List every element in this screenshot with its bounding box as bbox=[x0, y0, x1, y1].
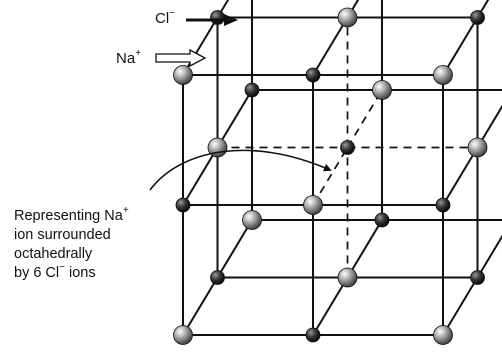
lattice-ions bbox=[173, 7, 488, 345]
lattice-bond bbox=[346, 0, 360, 19]
chloride-ion bbox=[433, 65, 453, 85]
sodium-ion bbox=[175, 197, 191, 213]
sodium-ion bbox=[244, 82, 260, 98]
lattice-bond bbox=[312, 276, 349, 336]
caption-pointer-arrow bbox=[149, 149, 332, 191]
chloride-ion bbox=[467, 137, 488, 158]
lattice-bond bbox=[216, 89, 253, 149]
dashed-bond bbox=[346, 89, 383, 148]
sodium-ion bbox=[210, 270, 225, 285]
lattice-bond bbox=[346, 219, 383, 279]
lattice-bond bbox=[216, 0, 230, 19]
lattice-bond bbox=[442, 276, 479, 336]
lattice-bond bbox=[476, 234, 502, 279]
chloride-ion bbox=[433, 325, 453, 345]
lattice-edges bbox=[182, 0, 502, 336]
sodium-ion bbox=[210, 10, 225, 25]
sodium-ion bbox=[305, 67, 321, 83]
sodium-ion bbox=[470, 10, 485, 25]
na-label-arrow bbox=[155, 48, 207, 68]
lattice-bond bbox=[182, 16, 219, 76]
sodium-ion bbox=[374, 212, 390, 228]
chloride-ion bbox=[337, 267, 358, 288]
chloride-ion bbox=[173, 325, 193, 345]
octahedral-caption: Representing Na+ ion surrounded octahedr… bbox=[14, 205, 129, 283]
lattice-bond bbox=[312, 16, 349, 76]
lattice-bond bbox=[216, 219, 253, 279]
lattice-bond bbox=[442, 146, 479, 206]
lattice-bond bbox=[182, 146, 219, 206]
lattice-inner-dashed-bonds bbox=[217, 17, 478, 278]
chloride-ion bbox=[242, 210, 262, 230]
caption-line-4: by 6 Cl− ions bbox=[14, 262, 96, 281]
chloride-ion-label: Cl− bbox=[155, 8, 176, 27]
dashed-bond bbox=[312, 147, 349, 206]
sodium-ion-label: Na+ bbox=[116, 48, 142, 67]
sodium-ion bbox=[305, 327, 321, 343]
cl-label-arrow bbox=[186, 14, 238, 26]
chloride-ion bbox=[337, 7, 358, 28]
sodium-ion bbox=[470, 270, 485, 285]
chloride-ion bbox=[372, 80, 392, 100]
caption-line-3: octahedrally bbox=[14, 246, 93, 262]
lattice-bond bbox=[476, 0, 490, 19]
lattice-bond bbox=[442, 16, 479, 76]
sodium-ion bbox=[435, 197, 451, 213]
chloride-ion bbox=[303, 195, 323, 215]
lattice-bond bbox=[182, 276, 219, 336]
chloride-ion bbox=[173, 65, 193, 85]
sodium-ion bbox=[340, 140, 355, 155]
lattice-bond bbox=[476, 104, 502, 149]
caption-line-2: ion surrounded bbox=[14, 227, 111, 243]
caption-line-1: Representing Na+ bbox=[14, 205, 129, 224]
